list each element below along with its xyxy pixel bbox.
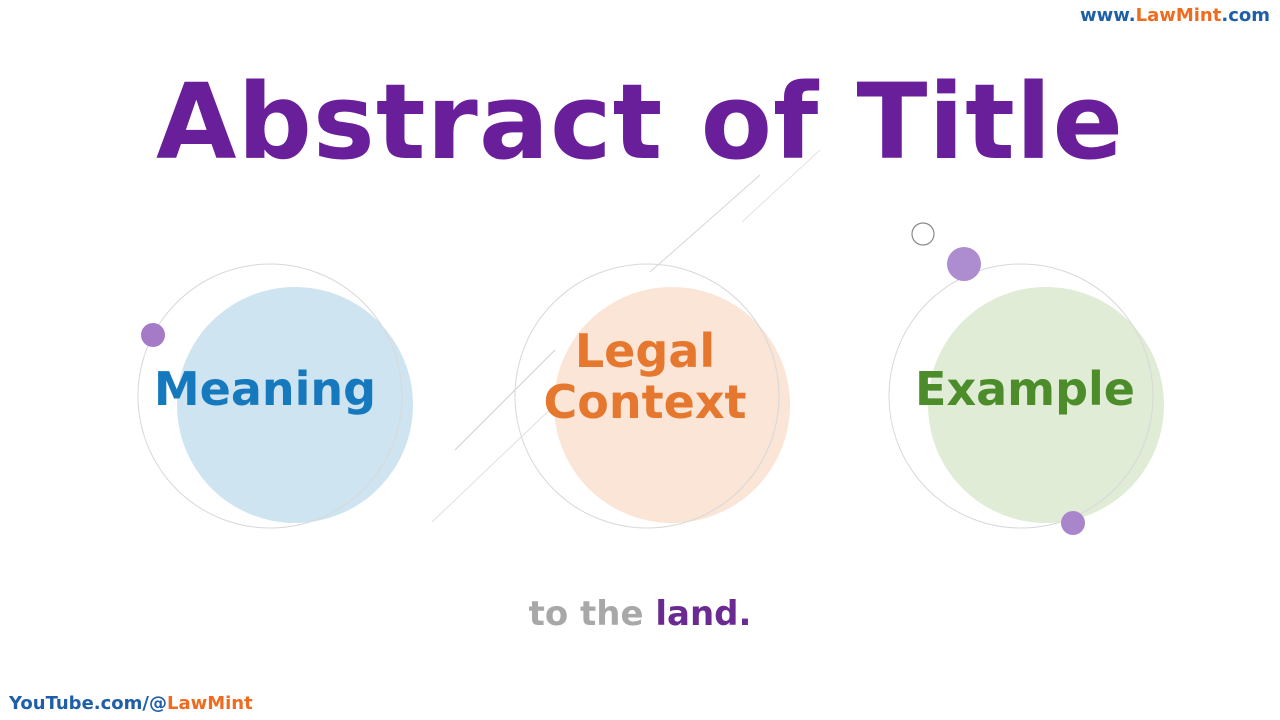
legal-context-label: Legal Context bbox=[520, 326, 770, 427]
meaning-circle-fill bbox=[177, 287, 413, 523]
youtube-link[interactable]: YouTube.com/@LawMint bbox=[9, 693, 253, 714]
meaning-circle-outline bbox=[137, 263, 403, 529]
site-url-suffix: .com bbox=[1221, 5, 1270, 26]
site-url-prefix: www. bbox=[1080, 5, 1136, 26]
meaning-label: Meaning bbox=[153, 362, 377, 416]
legal-context-line1: Legal bbox=[574, 324, 716, 378]
site-url[interactable]: www.LawMint.com bbox=[1080, 5, 1270, 26]
example-dot-bottom bbox=[1061, 511, 1085, 535]
legal-context-line2: Context bbox=[543, 374, 747, 429]
caption-part2: land. bbox=[655, 594, 752, 634]
deco-line bbox=[431, 399, 561, 523]
site-url-brand: LawMint bbox=[1135, 5, 1222, 26]
page-title: Abstract of Title bbox=[156, 61, 1124, 183]
deco-line bbox=[454, 349, 556, 451]
example-circle-outline bbox=[888, 263, 1154, 529]
deco-line bbox=[649, 174, 761, 273]
deco-line bbox=[741, 149, 821, 223]
small-ring bbox=[911, 222, 935, 246]
caption-part1: to the bbox=[528, 594, 644, 634]
caption: to the land. bbox=[0, 594, 1280, 634]
youtube-link-brand: LawMint bbox=[166, 693, 253, 714]
example-circle-fill bbox=[928, 287, 1164, 523]
legal-circle-fill bbox=[554, 287, 790, 523]
legal-circle-outline bbox=[514, 263, 780, 529]
example-dot-top bbox=[947, 247, 981, 281]
meaning-dot bbox=[141, 323, 165, 347]
example-label: Example bbox=[915, 362, 1135, 416]
youtube-link-prefix: YouTube.com/@ bbox=[9, 693, 167, 714]
